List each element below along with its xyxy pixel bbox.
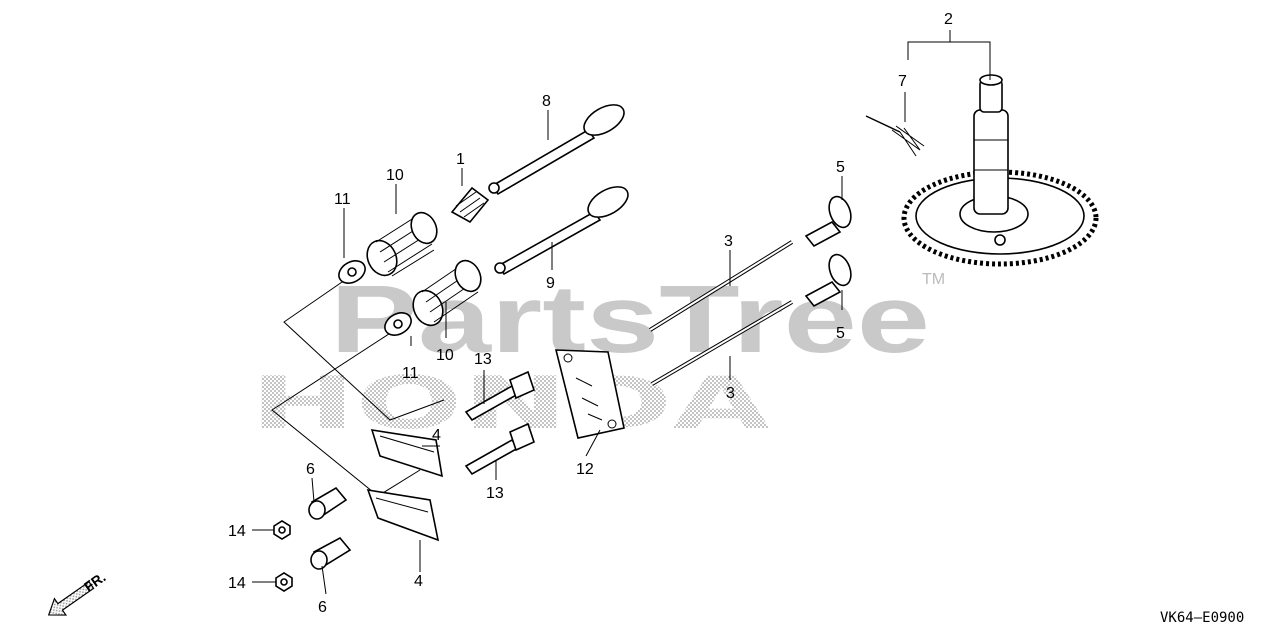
callout-label: 14: [228, 523, 246, 540]
arrow-icon: [47, 580, 95, 616]
rocker-arm-upper: [370, 429, 444, 478]
callout-label: 7: [898, 73, 907, 90]
callout-label: 1: [456, 151, 465, 168]
tappet-upper: [804, 195, 852, 248]
callout-label: 14: [228, 575, 246, 592]
callout-label: 3: [726, 385, 735, 402]
camshaft-gear: [901, 74, 1099, 267]
retainer-upper: [338, 260, 366, 284]
trademark-mark: TM: [922, 271, 945, 288]
callout-label: 9: [546, 275, 555, 292]
callout-label: 5: [836, 325, 845, 342]
collar-upper: [308, 486, 348, 520]
nut-lower: [275, 572, 293, 592]
pivot-bolt-lower: [464, 422, 535, 476]
callout-label: 13: [486, 485, 504, 502]
callout-label: 10: [386, 167, 404, 184]
collar-lower: [310, 536, 352, 570]
rocker-arm-lower: [366, 488, 440, 542]
callout-label: 11: [334, 191, 351, 208]
retainer-lower: [384, 312, 412, 336]
tappet-lower: [804, 253, 852, 308]
nut-upper: [273, 520, 291, 540]
callout-label: 13: [474, 351, 492, 368]
callout-label: 5: [836, 159, 845, 176]
guide-plate: [554, 349, 625, 439]
callout-label: 4: [414, 573, 423, 590]
diagram-code: VK64—E0900: [1160, 610, 1244, 626]
valve-9: [494, 186, 629, 276]
guide-line-lower: [271, 329, 421, 497]
callout-label: 8: [542, 93, 551, 110]
callout-label: 10: [436, 347, 454, 364]
callout-label: 6: [306, 461, 315, 478]
pivot-bolt-upper: [464, 370, 535, 422]
valve-8: [488, 104, 625, 196]
callout-label: 6: [318, 599, 327, 616]
callout-labels: 1 2 3 3 4 4 5 5 6 6 7 8 9 10 10 11 11 12…: [228, 11, 953, 616]
direction-marker: FR.: [47, 569, 109, 616]
valve-spring-lower: [412, 259, 482, 327]
callout-label: 2: [944, 11, 953, 28]
valve-spring-upper: [366, 211, 438, 277]
honda-watermark: HONDA: [250, 361, 770, 445]
decomp-spring: [865, 115, 925, 157]
callout-label: 12: [576, 461, 594, 478]
cotter-part: [450, 186, 490, 224]
push-rod-lower: [650, 300, 794, 386]
callout-label: 11: [402, 365, 419, 382]
leader-lines: [252, 30, 991, 595]
callout-label: 4: [432, 427, 441, 444]
callout-label: 3: [724, 233, 733, 250]
guide-line-upper: [283, 279, 445, 421]
push-rod-upper: [648, 240, 794, 332]
